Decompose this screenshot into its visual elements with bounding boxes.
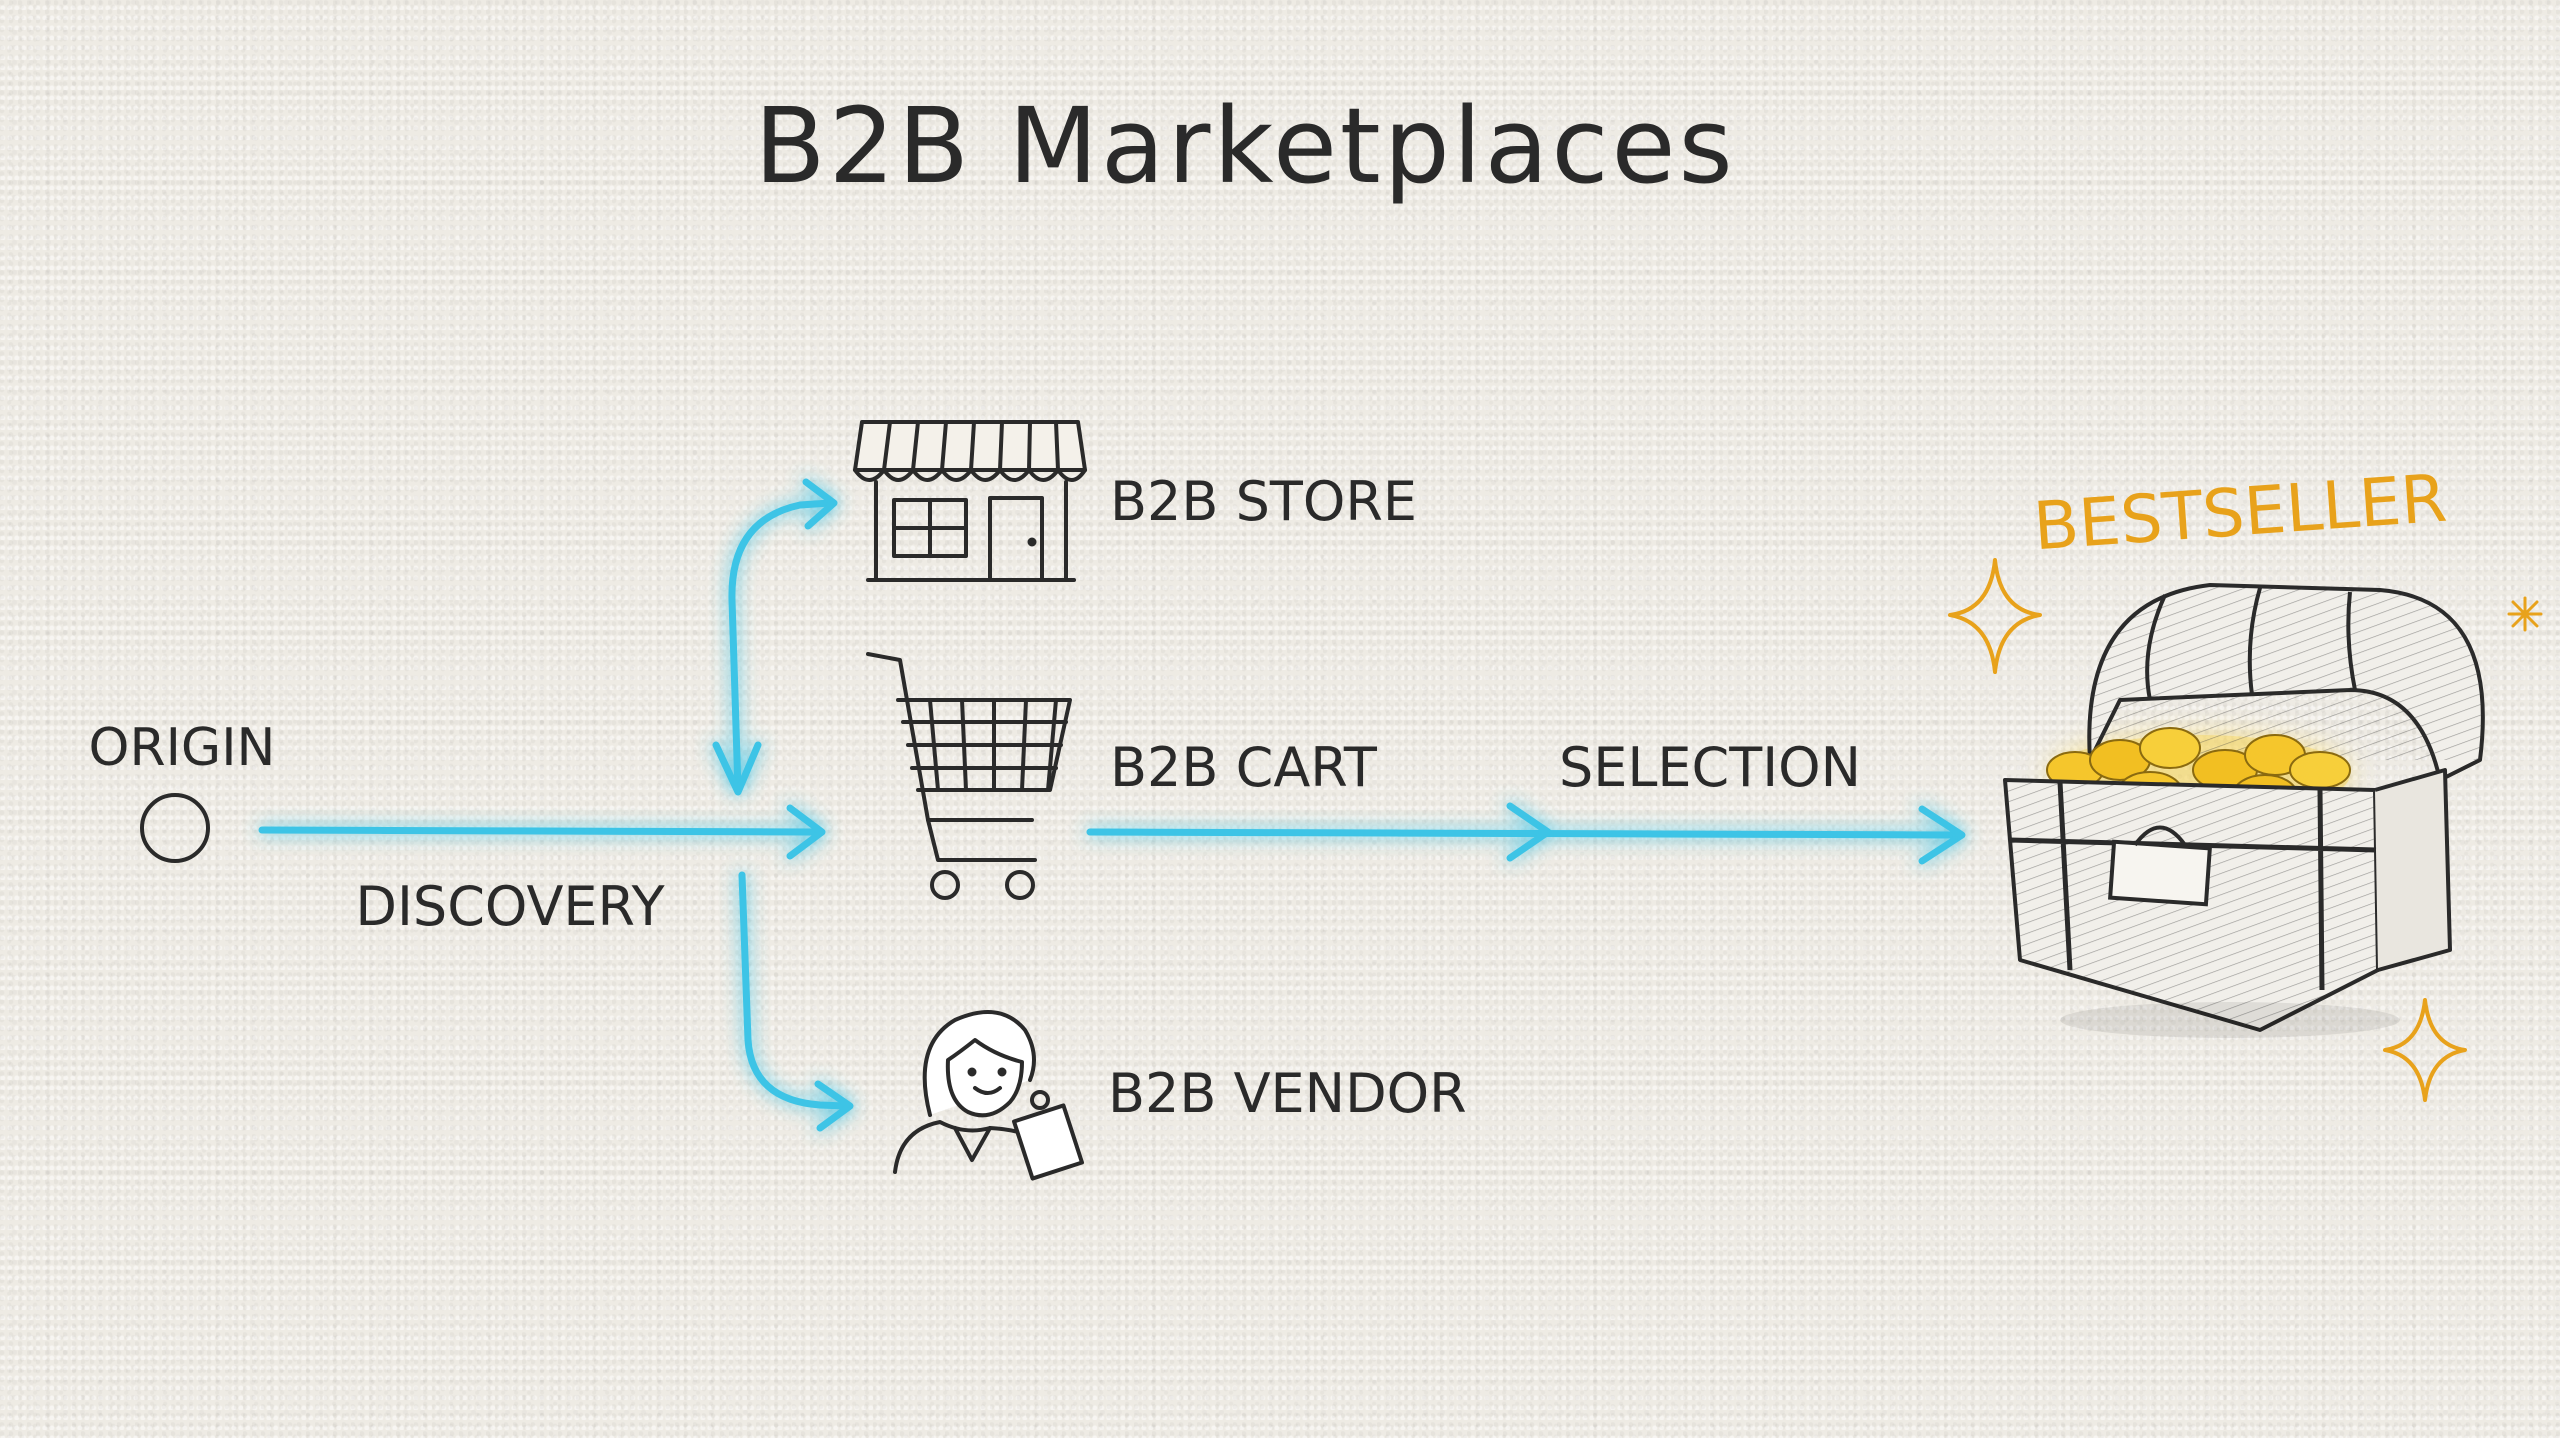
store-branch-arrowhead bbox=[802, 478, 838, 530]
cart-label: B2B CART bbox=[1110, 736, 1378, 799]
selection-arrow bbox=[1086, 828, 1964, 839]
treasure-chest-icon bbox=[2003, 583, 2485, 1038]
selection-label: SELECTION bbox=[1559, 736, 1861, 799]
sparkle-icon bbox=[1948, 558, 2042, 674]
vendor-label: B2B VENDOR bbox=[1108, 1062, 1467, 1125]
store-label: B2B STORE bbox=[1110, 470, 1417, 533]
vendor-branch-arrowhead bbox=[814, 1080, 854, 1132]
flow-arrows bbox=[258, 478, 1966, 1132]
selection-arrowhead bbox=[1918, 805, 1966, 865]
origin-label: ORIGIN bbox=[89, 718, 276, 778]
storefront-icon bbox=[853, 420, 1087, 582]
shopping-cart-icon bbox=[866, 652, 1072, 900]
store-branch-tail-arrowhead bbox=[712, 741, 762, 796]
discovery-arrow bbox=[258, 826, 819, 836]
store-branch-arrow bbox=[728, 499, 834, 794]
bestseller-label: BESTSELLER bbox=[2031, 460, 2449, 566]
selection-mid-arrowhead bbox=[1506, 802, 1552, 862]
vendor-person-icon bbox=[893, 1010, 1084, 1181]
sparkle-icon bbox=[2383, 998, 2467, 1102]
diagram-title: B2B Marketplaces bbox=[754, 85, 1735, 207]
vendor-branch-arrow bbox=[738, 871, 849, 1110]
origin-node bbox=[140, 793, 210, 863]
discovery-arrowhead bbox=[786, 804, 826, 860]
sparkle-icon bbox=[2507, 596, 2543, 632]
discovery-label: DISCOVERY bbox=[355, 875, 665, 938]
